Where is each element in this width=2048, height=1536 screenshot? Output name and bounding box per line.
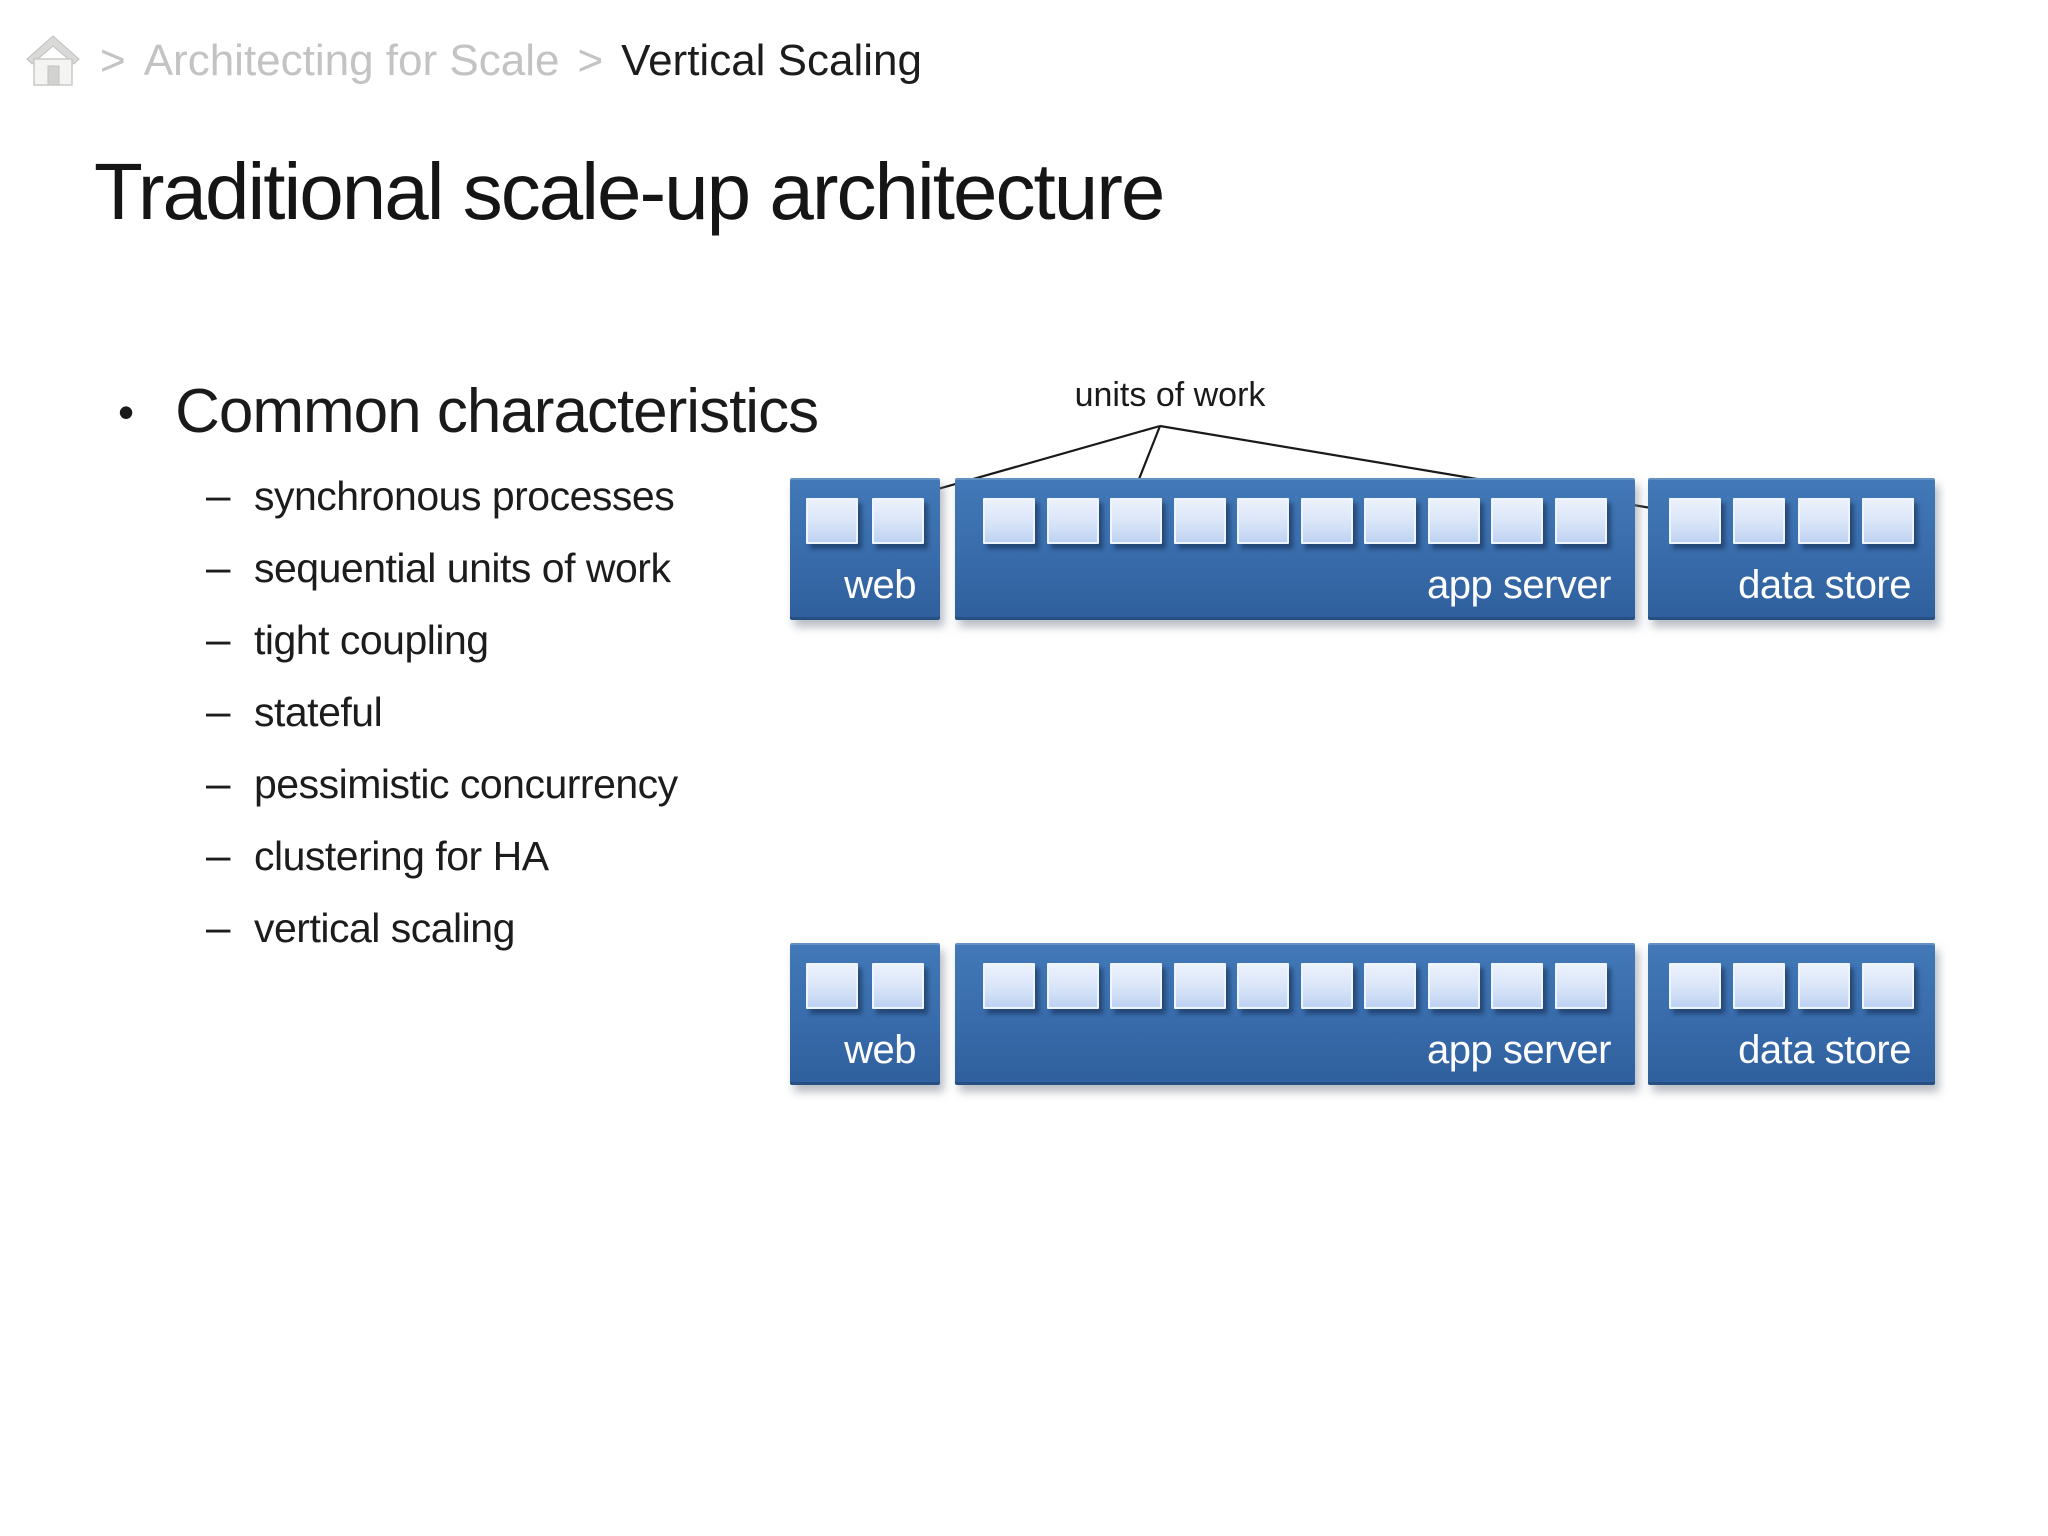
list-item-text: tight coupling [253, 616, 489, 663]
unit-of-work-square [1797, 498, 1850, 544]
unit-of-work-square [1861, 963, 1914, 1009]
list-item: – stateful [206, 676, 678, 748]
dash-marker: – [206, 615, 230, 664]
breadcrumb: > Architecting for Scale > Vertical Scal… [24, 30, 922, 92]
breadcrumb-separator: > [577, 36, 604, 85]
unit-of-work-square [1491, 498, 1544, 544]
list-item: – tight coupling [206, 604, 678, 676]
dash-marker: – [206, 471, 230, 520]
list-item: – sequential units of work [206, 532, 678, 604]
server-label: app server [1427, 563, 1611, 607]
list-item-text: sequential units of work [253, 544, 671, 591]
server-box-web: web [790, 943, 940, 1085]
unit-of-work-square [1733, 498, 1786, 544]
dash-marker: – [206, 759, 230, 808]
unit-squares [806, 498, 924, 544]
server-label: data store [1738, 563, 1911, 607]
server-label: web [844, 563, 916, 607]
unit-of-work-square [872, 498, 924, 544]
dash-marker: – [206, 687, 230, 736]
unit-squares [806, 963, 924, 1009]
unit-of-work-square [1300, 963, 1353, 1009]
unit-of-work-square [983, 963, 1035, 1009]
unit-of-work-square [1237, 963, 1290, 1009]
unit-of-work-square [1364, 498, 1417, 544]
bullet-heading-row: • Common characteristics [118, 376, 819, 447]
list-item-text: vertical scaling [253, 904, 515, 951]
unit-squares [983, 963, 1607, 1009]
unit-of-work-square [1427, 963, 1480, 1009]
server-box-data-store: data store [1648, 943, 1935, 1085]
unit-of-work-square [806, 963, 858, 1009]
server-box-web: web [790, 478, 940, 620]
units-of-work-label: units of work [1074, 376, 1266, 414]
unit-of-work-square [1861, 498, 1914, 544]
unit-of-work-square [1427, 498, 1480, 544]
unit-of-work-square [1237, 498, 1290, 544]
list-item: – pessimistic concurrency [206, 748, 678, 820]
list-item: – vertical scaling [206, 892, 678, 964]
unit-of-work-square [1364, 963, 1417, 1009]
bullet-marker: • [118, 385, 134, 438]
server-label: app server [1427, 1028, 1611, 1072]
unit-of-work-square [1669, 963, 1721, 1009]
unit-of-work-square [1554, 963, 1607, 1009]
list-item-text: synchronous processes [253, 472, 675, 519]
breadcrumb-current: Vertical Scaling [621, 36, 922, 85]
unit-of-work-square [806, 498, 858, 544]
page-title: Traditional scale-up architecture [94, 147, 1165, 236]
unit-of-work-square [1173, 963, 1226, 1009]
server-label: web [844, 1028, 916, 1072]
unit-of-work-square [1110, 963, 1163, 1009]
unit-of-work-square [1669, 498, 1721, 544]
list-item-text: clustering for HA [253, 832, 549, 879]
dash-marker: – [206, 831, 230, 880]
unit-of-work-square [1173, 498, 1226, 544]
unit-of-work-square [1554, 498, 1607, 544]
unit-squares [983, 498, 1607, 544]
breadcrumb-parent[interactable]: Architecting for Scale [143, 36, 560, 85]
dash-marker: – [206, 543, 230, 592]
unit-of-work-square [1797, 963, 1850, 1009]
bullet-heading: Common characteristics [175, 377, 819, 446]
server-box-data-store: data store [1648, 478, 1935, 620]
list-item: – clustering for HA [206, 820, 678, 892]
unit-of-work-square [1491, 963, 1544, 1009]
unit-of-work-square [1046, 963, 1099, 1009]
server-box-app-server: app server [955, 943, 1635, 1085]
unit-squares [1669, 498, 1914, 544]
home-icon[interactable] [24, 33, 82, 89]
list-item: – synchronous processes [206, 460, 678, 532]
breadcrumb-separator: > [100, 36, 126, 85]
characteristics-list: – synchronous processes – sequential uni… [206, 460, 678, 964]
list-item-text: pessimistic concurrency [253, 760, 678, 807]
unit-of-work-square [1300, 498, 1353, 544]
unit-of-work-square [1110, 498, 1163, 544]
dash-marker: – [206, 903, 230, 952]
list-item-text: stateful [253, 688, 383, 735]
unit-of-work-square [1046, 498, 1099, 544]
server-box-app-server: app server [955, 478, 1635, 620]
unit-of-work-square [1733, 963, 1786, 1009]
unit-of-work-square [983, 498, 1035, 544]
server-label: data store [1738, 1028, 1911, 1072]
unit-squares [1669, 963, 1914, 1009]
unit-of-work-square [872, 963, 924, 1009]
